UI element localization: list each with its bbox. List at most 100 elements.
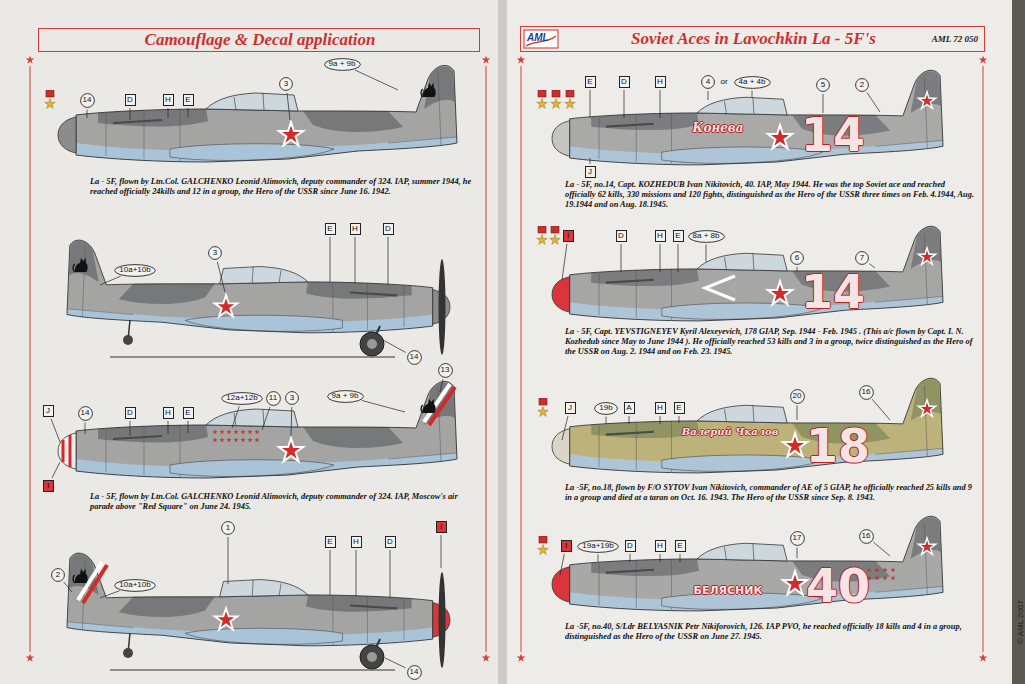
callout-box: H [655,402,666,414]
callout-outline [438,363,452,377]
logo-text: AML [527,33,549,43]
hero-star-medal [45,90,55,108]
callout-box: H [351,536,362,548]
fin-star [918,400,935,416]
callout-label: 4a + 4b [739,78,766,86]
callout-outline [817,79,830,92]
callout-circle: 7 [855,251,869,265]
aircraft-profile [67,553,450,646]
callout-label: E [676,404,681,412]
callout-label: 9a + 9b [329,60,356,68]
caption-text: La -5F, no.18, flown by F/O SYTOV Ivan N… [565,483,975,503]
callout-oval: 4a + 4b [734,76,771,89]
header-title: Camouflage & Decal application [145,30,376,50]
leader-line [87,110,88,119]
callout-circle: 20 [790,389,805,404]
leader-line [188,108,189,117]
callout-label: 13 [441,366,450,374]
leader-line [440,379,443,392]
callout-box: D [125,407,136,419]
leader-line [390,550,391,598]
callout-label: 8a + 8b [693,232,720,240]
aircraft-number: 14 [801,112,865,158]
callout-label: E [587,78,592,86]
callout-outline [856,79,869,92]
leader-line [388,237,389,285]
fin-emblem [73,258,88,272]
fuselage-star [783,571,807,594]
callout-label: E [185,409,190,417]
fuselage-star [279,438,303,461]
leader-line [291,407,293,436]
leader-line [823,94,824,113]
callout-outline [702,76,715,89]
callout-box: H [655,76,666,88]
callout-label: 11 [269,394,277,402]
left-page [0,0,500,684]
callout-label: I [567,232,569,240]
caption-text: La -5F, no.40, S/Ldr BELYASNIK Petr Niki… [565,622,975,642]
callout-box: D [625,540,636,552]
callout-oval: 19b [594,402,618,415]
landing-gear [110,633,395,670]
callout-circle: 3 [279,77,293,91]
callout-label: 20 [793,392,802,400]
callout-box: H [655,230,666,242]
landing-gear [110,320,395,357]
aircraft-profile [58,381,457,478]
note-text: or [720,78,727,86]
caption-text: La - 5F, flown by Ltn.Col. GALCHENKO Leo… [90,177,480,197]
leader-line [217,262,225,292]
page-frame [30,66,983,652]
callout-box: J [565,402,576,414]
leader-line [678,244,679,272]
callout-outline [222,392,263,404]
callout-outline [578,540,619,552]
aircraft-inscription: Конева [693,122,744,134]
leader-line [867,92,880,112]
hero-star-medal [538,536,548,554]
callout-outline [52,569,65,582]
callout-box: D [125,94,136,106]
callout-outline [688,230,724,242]
aircraft-profile [552,378,943,473]
leader-line [560,554,564,575]
callout-circle: 17 [790,531,805,546]
callout-outline [115,264,156,276]
callout-label: D [627,542,633,550]
callout-red-box: I [561,540,572,552]
callout-circle: 14 [80,93,95,108]
callout-red-box: I [43,480,54,492]
leader-line [64,582,72,592]
callout-label: 14 [410,668,419,676]
aircraft-profile [58,65,457,162]
leader-line [85,423,86,435]
leader-line [606,417,607,425]
caption-text: La - 5F, no.14, Capt. KOZHEDUB Ivan Niki… [565,180,975,210]
leader-line [621,244,622,272]
callout-label: 14 [410,353,419,361]
callout-box: H [163,407,174,419]
callout-outline [280,78,293,91]
callout-box: E [325,223,336,235]
callout-outline [222,522,235,535]
callout-label: H [353,538,359,546]
callout-label: J [46,407,50,415]
fin-star [918,248,935,264]
leader-line [232,406,239,428]
right-page [506,0,1012,684]
callout-circle: 13 [438,363,453,378]
leader-line [228,537,229,584]
callout-box: D [616,230,627,242]
callout-label: D [387,538,393,546]
callout-circle: 11 [266,391,281,406]
hero-star-medals [537,226,560,244]
callout-outline [327,390,363,402]
callout-circle: 5 [816,78,830,92]
table-edge [1012,0,1025,684]
fin-emblem [73,569,88,583]
leader-line [598,555,599,563]
chevron-marking [705,276,735,300]
callout-label: J [568,404,572,412]
callout-label: D [621,78,627,86]
